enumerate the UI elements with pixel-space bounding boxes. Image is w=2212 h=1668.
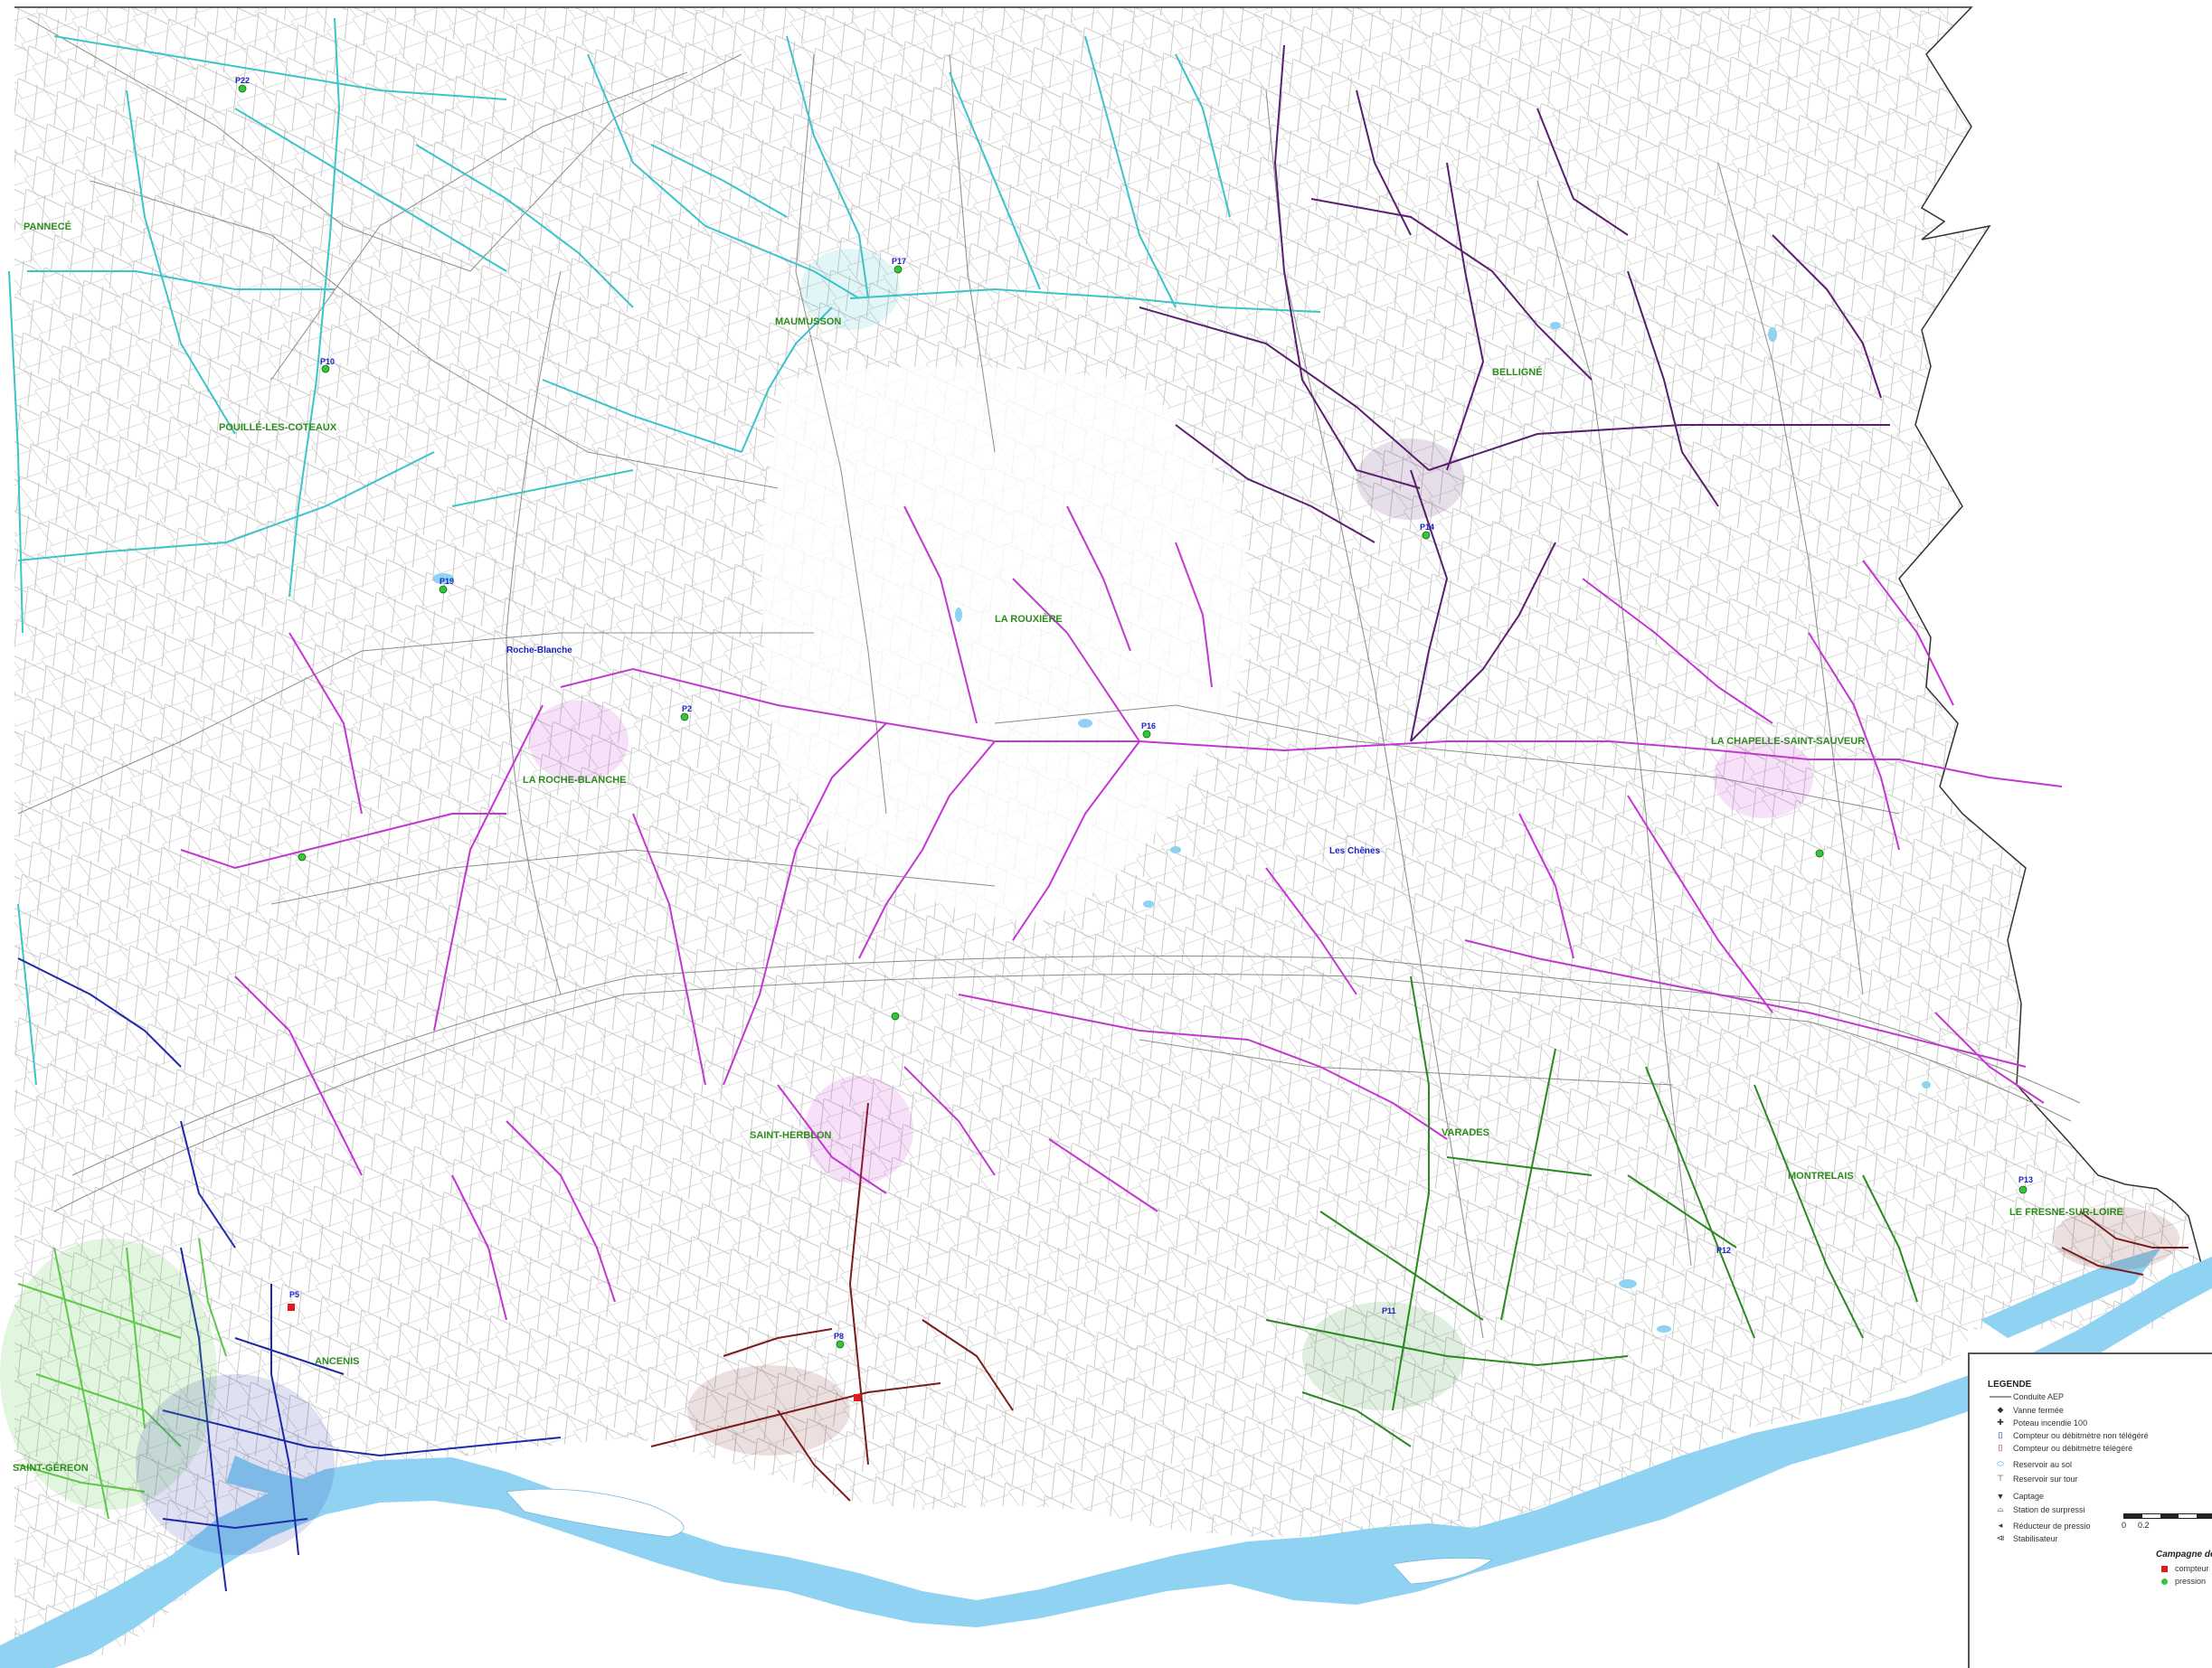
scale-label-02: 0.2 bbox=[2138, 1521, 2150, 1530]
commune-roche-blanche: LA ROCHE-BLANCHE bbox=[523, 775, 627, 786]
commune-montrelais: MONTRELAIS bbox=[1788, 1171, 1854, 1182]
station-p12: P12 bbox=[1716, 1246, 1732, 1255]
commune-varades: VARADES bbox=[1442, 1127, 1489, 1138]
legend-campagne-pression: pression bbox=[2161, 1577, 2206, 1586]
legend-item-conduite: Conduite AEP bbox=[1988, 1392, 2064, 1401]
ground-reservoir-icon: ⬭ bbox=[1997, 1459, 2004, 1468]
network-lightgreen bbox=[17, 1238, 227, 1520]
place-roche-blanche: Roche-Blanche bbox=[506, 646, 572, 655]
network-brown bbox=[650, 1102, 2188, 1502]
pressure-reducer-icon: ◂ bbox=[1998, 1521, 2003, 1530]
commune-belligne: BELLIGNÉ bbox=[1492, 367, 1543, 378]
commune-pouille: POUILLÉ-LES-COTEAUX bbox=[219, 422, 337, 433]
legend-item-compteur-non: ▯ Compteur ou débitmètre non télégéré bbox=[1988, 1430, 2149, 1440]
ponds bbox=[432, 322, 1931, 1333]
legend-item-surpression: ⌓ Station de surpressi bbox=[1988, 1504, 2084, 1514]
network-green bbox=[1265, 975, 1918, 1447]
stabilizer-icon: ⧏ bbox=[1996, 1533, 2005, 1542]
legend-title: LEGENDE bbox=[1988, 1380, 2032, 1390]
station-p11: P11 bbox=[1382, 1306, 1396, 1315]
network-blue bbox=[17, 957, 562, 1592]
legend-item-stabilisateur: ⧏ Stabilisateur bbox=[1988, 1533, 2058, 1543]
station-p14: P14 bbox=[1420, 523, 1435, 532]
legend-item-reservoir-sol: ⬭ Reservoir au sol bbox=[1988, 1459, 2072, 1469]
meter-icon: ▯ bbox=[1998, 1430, 2003, 1439]
station-p8: P8 bbox=[834, 1332, 845, 1341]
commune-fresne: LE FRESNE-SUR-LOIRE bbox=[2009, 1207, 2123, 1218]
intake-icon: ▼ bbox=[1996, 1492, 2005, 1501]
legend-campagne-title: Campagne de m bbox=[2156, 1550, 2212, 1560]
legend-item-vanne: ◆ Vanne fermée bbox=[1988, 1405, 2064, 1415]
station-p17: P17 bbox=[892, 257, 907, 266]
legend-item-poteau: ✚ Poteau incendie 100 bbox=[1988, 1418, 2087, 1428]
legend-item-compteur-tele: ▯ Compteur ou débitmètre télégéré bbox=[1988, 1443, 2133, 1453]
commune-saint-herblon: SAINT-HERBLON bbox=[750, 1130, 832, 1141]
commune-panneced: PANNECÉ bbox=[24, 221, 71, 232]
town-clusters bbox=[0, 249, 2179, 1555]
scale-label-0: 0 bbox=[2122, 1521, 2127, 1530]
network-magenta bbox=[180, 505, 2063, 1321]
commune-rouxiere: LA ROUXIÈRE bbox=[995, 614, 1063, 625]
water-tower-icon: ⊤ bbox=[1997, 1474, 2004, 1483]
pressure-dot-icon bbox=[2161, 1578, 2168, 1585]
closed-valve-icon: ◆ bbox=[1997, 1405, 2004, 1414]
station-p5: P5 bbox=[289, 1290, 300, 1299]
pressure-points bbox=[238, 84, 2028, 1349]
booster-station-icon: ⌓ bbox=[1997, 1504, 2004, 1513]
remote-meter-icon: ▯ bbox=[1998, 1443, 2003, 1452]
counter-square-icon bbox=[2161, 1565, 2168, 1572]
legend-item-captage: ▼ Captage bbox=[1988, 1492, 2045, 1501]
commune-chapelle: LA CHAPELLE-SAINT-SAUVEUR bbox=[1711, 736, 1866, 747]
fire-hydrant-icon: ✚ bbox=[1997, 1418, 2004, 1427]
station-p22: P22 bbox=[235, 76, 251, 85]
commune-maumusson: MAUMUSSON bbox=[775, 316, 842, 327]
place-les-chenes: Les Chênes bbox=[1329, 846, 1381, 856]
station-p19: P19 bbox=[440, 577, 455, 586]
map-legend: LEGENDE Conduite AEP ◆ Vanne fermée ✚ Po… bbox=[1968, 1352, 2212, 1668]
legend-item-reservoir-tour: ⊤ Reservoir sur tour bbox=[1988, 1474, 2077, 1484]
network-purple bbox=[1139, 44, 1890, 742]
legend-campagne-compteur: compteur bbox=[2161, 1564, 2209, 1573]
commune-saint-gereon: SAINT-GÉREON bbox=[13, 1463, 89, 1474]
station-p13: P13 bbox=[2018, 1175, 2034, 1184]
network-cyan bbox=[8, 17, 1321, 1086]
pipe-line-icon bbox=[1988, 1392, 2013, 1401]
legend-item-reducteur: ◂ Réducteur de pressio bbox=[1988, 1521, 2091, 1531]
station-p10: P10 bbox=[320, 357, 336, 366]
commune-ancenis: ANCENIS bbox=[315, 1356, 360, 1367]
station-p2: P2 bbox=[682, 704, 693, 713]
counter-points bbox=[288, 1304, 861, 1401]
commune-boundary bbox=[14, 6, 2207, 1285]
station-p16: P16 bbox=[1141, 721, 1157, 730]
